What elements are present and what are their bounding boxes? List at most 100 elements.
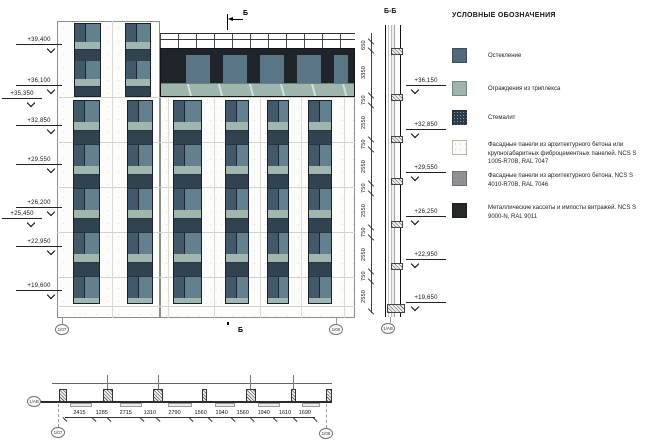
slab-hatch <box>391 221 403 228</box>
footing-hatch <box>387 304 405 313</box>
panel-joint-line <box>214 97 215 318</box>
level-arrow-icon <box>26 98 36 108</box>
facade-elevation <box>57 21 355 318</box>
level-label: +36,100 <box>27 78 51 84</box>
slab-hatch <box>391 136 403 143</box>
stemalit-swatch <box>452 110 467 125</box>
plan-dim: 1310 <box>142 408 158 418</box>
level-marker: +19,600 <box>16 283 62 300</box>
level-line <box>406 216 446 217</box>
level-arrow-icon <box>46 246 56 256</box>
slab-hatch <box>391 48 403 55</box>
level-label: +25,450 <box>10 211 34 217</box>
column-hatch <box>103 389 113 402</box>
level-line <box>2 98 42 99</box>
plan-dim: 1690 <box>294 408 315 418</box>
axis-label: 1/АВ <box>29 399 39 404</box>
window-sill <box>215 403 235 407</box>
panel-joint-line <box>168 97 169 318</box>
section-dim: 2550 <box>361 247 367 261</box>
level-arrow-icon <box>410 85 420 95</box>
level-line <box>16 164 62 165</box>
window-column <box>74 23 101 97</box>
slab-hatch <box>391 263 403 270</box>
level-label: +26,200 <box>27 200 51 206</box>
window-sill <box>120 403 142 407</box>
plan-dim: 1940 <box>252 408 276 418</box>
penthouse-facade <box>160 48 355 97</box>
column-hatch <box>326 389 332 402</box>
plan-dim: 1940 <box>210 408 234 418</box>
level-line <box>406 302 446 303</box>
plan-dim: 1560 <box>191 408 211 418</box>
axis-bubble: 1/06 <box>319 428 333 439</box>
level-arrow-icon <box>410 259 420 269</box>
level-arrow-icon <box>410 216 420 226</box>
section-cut-line <box>227 14 228 30</box>
axis-label: 1/06 <box>321 431 331 436</box>
level-line <box>16 44 62 45</box>
section-cut-label: Б <box>243 10 249 17</box>
penthouse-triplex-band <box>161 83 354 96</box>
level-arrow-icon <box>46 125 56 135</box>
axis-bubble: 1/07 <box>55 324 69 335</box>
section-wall <box>385 25 401 317</box>
level-arrow-icon <box>46 85 56 95</box>
triplex-swatch <box>452 81 467 96</box>
legend-label: Остекление <box>488 53 522 59</box>
axis-bubble: 1/АВ <box>381 323 395 334</box>
level-marker: +39,400 <box>16 37 62 54</box>
axis-leader <box>336 318 337 324</box>
window-column <box>308 100 332 304</box>
level-marker: +35,350 <box>2 91 42 108</box>
floor-joint-line <box>57 97 355 98</box>
section-dim: 2550 <box>361 289 367 303</box>
level-label: +19,650 <box>414 295 438 301</box>
railing-rail-line <box>160 39 355 40</box>
level-arrow-icon <box>46 207 56 217</box>
legend-label: Металлические кассеты и импосты витражей… <box>488 205 637 220</box>
level-line <box>16 207 62 208</box>
column-hatch <box>153 389 163 402</box>
plan-dim: 1560 <box>233 408 253 418</box>
level-line <box>16 246 62 247</box>
section-dim: 2550 <box>361 203 367 217</box>
level-marker: +22,950 <box>16 239 62 256</box>
legend-title: УСЛОВНЫЕ ОБОЗНАЧЕНИЯ <box>452 12 556 19</box>
level-arrow-icon <box>410 129 420 139</box>
level-label: +29,550 <box>414 165 438 171</box>
window-column <box>173 100 202 304</box>
level-marker: +29,550 <box>406 165 446 182</box>
plan-strip: 1/АВ 2415 1285 2715 1310 2790 1560 1940 … <box>25 375 355 444</box>
legend-label: Фасадные панели из архитектурного бетона… <box>488 173 634 188</box>
level-label: +22,950 <box>414 252 438 258</box>
section-cut-label: Б <box>238 327 244 334</box>
level-marker: +26,200 <box>16 200 62 217</box>
grid-line <box>158 375 159 389</box>
axis-bubble: 1/07 <box>51 427 65 438</box>
level-arrow-icon <box>46 164 56 174</box>
section-cut-arrowhead-icon <box>228 17 233 21</box>
axis-leader <box>326 404 327 428</box>
level-label: +29,550 <box>27 157 51 163</box>
light-panel-swatch <box>452 140 467 155</box>
window-column <box>125 23 151 97</box>
level-arrow-icon <box>410 302 420 312</box>
column-hatch <box>291 389 296 402</box>
gray-panel-swatch <box>452 171 467 186</box>
level-line <box>406 85 446 86</box>
floor-joint-line <box>57 232 355 233</box>
level-line <box>2 218 42 219</box>
panel-joint-line <box>301 97 302 318</box>
window-sill <box>70 403 92 407</box>
dimension-chain-line <box>371 33 372 313</box>
grid-line <box>107 375 108 389</box>
window-column <box>127 100 153 304</box>
level-label: +36,150 <box>414 78 438 84</box>
axis-leader <box>58 404 59 427</box>
level-label: +35,350 <box>10 91 34 97</box>
level-label: +22,950 <box>27 239 51 245</box>
level-marker: +22,950 <box>406 252 446 269</box>
level-line <box>406 172 446 173</box>
